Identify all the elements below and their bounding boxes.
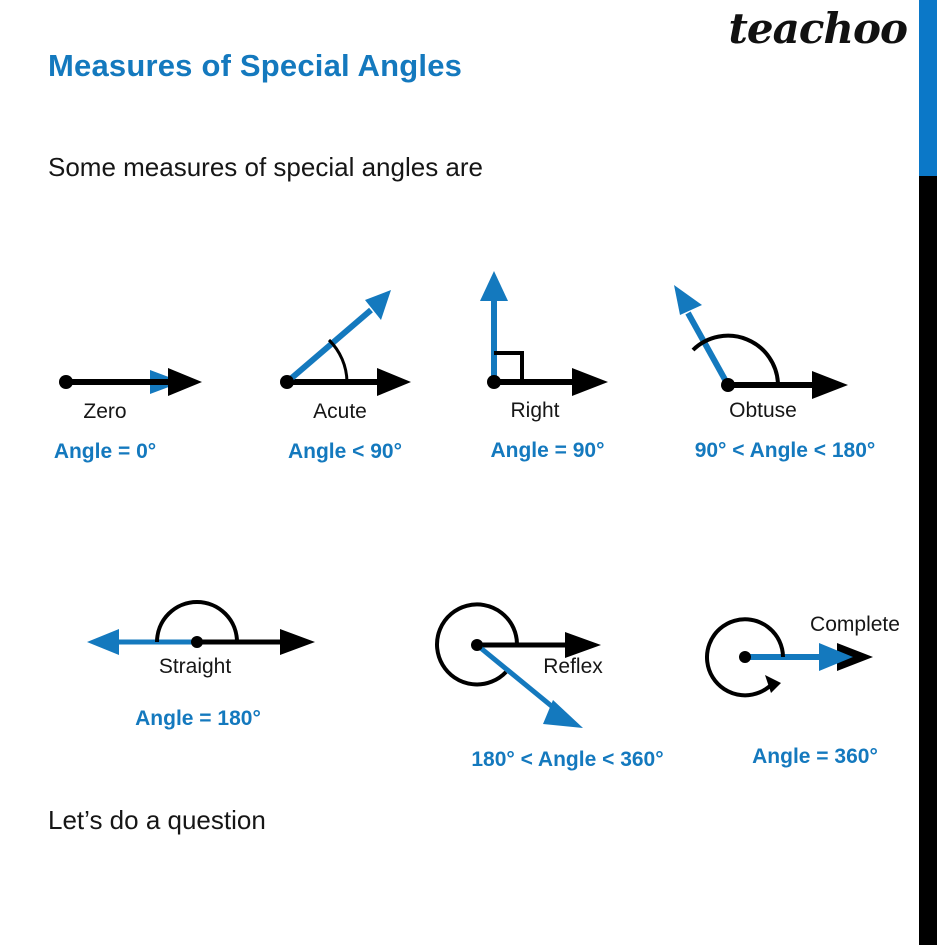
angle-arc [435,602,520,687]
vertex-dot [59,375,73,389]
black-ray [728,371,848,399]
page-title: Measures of Special Angles [48,48,463,83]
angle-arc [705,617,785,698]
angle-figure-zero: Zero Angle = 0° [30,300,230,480]
blue-ray [745,643,853,671]
angle-label-complete: Complete [810,613,900,636]
angle-formula-complete: Angle = 360° [752,745,878,768]
angle-arc [155,600,239,643]
right-angle-square [494,351,524,382]
black-ray [66,368,202,396]
blue-ray [480,271,508,382]
angle-figure-reflex: Reflex 180° < Angle < 360° [425,600,725,790]
complete-angle-diagram [705,605,915,720]
closing-text: Let’s do a question [48,805,266,835]
black-ray [477,632,601,658]
angle-formula-obtuse: 90° < Angle < 180° [694,439,876,462]
angle-label-straight: Straight [158,655,232,678]
angle-formula-reflex: 180° < Angle < 360° [471,748,664,771]
angle-formula-acute: Angle < 90° [287,440,403,463]
right-angle-diagram [470,265,670,420]
angle-label-reflex: Reflex [543,655,603,678]
angle-arc [691,333,780,386]
arc-arrowhead [765,675,781,693]
intro-text: Some measures of special angles are [48,152,484,182]
angle-arc [327,338,349,383]
vertex-dot [739,651,751,663]
blue-ray [674,285,731,387]
obtuse-angle-diagram [660,275,910,420]
vertex-dot [280,375,294,389]
angle-label-right: Right [510,399,560,422]
angle-label-acute: Acute [313,400,367,423]
vertex-dot [721,378,735,392]
teachoo-logo: teachoo [728,4,908,53]
zero-angle-diagram [30,300,230,425]
edge-bar-blue [919,0,937,176]
black-ray [287,368,411,396]
vertex-dot [471,639,483,651]
black-ray [494,368,608,396]
blue-ray [87,629,197,655]
straight-angle-diagram [75,595,335,680]
angle-label-zero: Zero [83,400,127,423]
edge-bar-black [919,176,937,945]
angle-formula-right: Angle = 90° [490,439,605,462]
angle-figure-right: Right Angle = 90° [470,265,670,480]
reflex-angle-diagram [425,600,685,755]
blue-ray [475,643,583,728]
angle-figure-obtuse: Obtuse 90° < Angle < 180° [660,275,920,480]
black-ray [197,629,315,655]
angle-figure-complete: Complete Angle = 360° [705,605,935,785]
blue-ray [285,290,391,385]
vertex-dot [487,375,501,389]
vertex-dot [191,636,203,648]
acute-angle-diagram [265,270,475,425]
angle-formula-zero: Angle = 0° [53,440,157,463]
angle-label-obtuse: Obtuse [729,399,797,422]
angle-figure-acute: Acute Angle < 90° [265,270,475,480]
angle-formula-straight: Angle = 180° [135,707,261,730]
angle-figure-straight: Straight Angle = 180° [75,595,375,775]
